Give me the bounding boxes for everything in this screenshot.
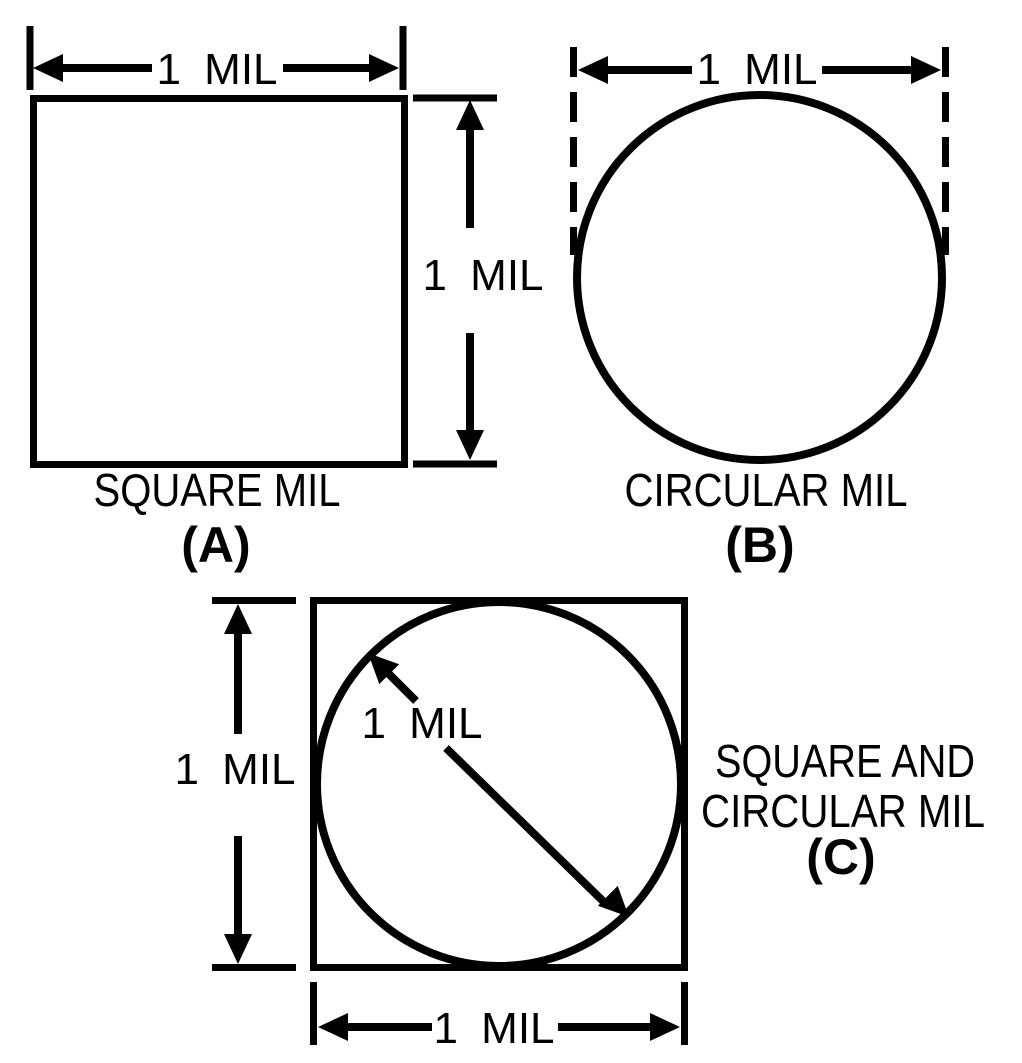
dim-shaft-upper <box>386 671 419 704</box>
diameter-dimension-label: 1 MIL <box>696 45 817 94</box>
panel-circular-mil: 1 MIL CIRCULAR MIL (B) <box>570 45 949 573</box>
arrowhead-downright-icon <box>597 885 629 917</box>
unit-circle <box>573 91 946 464</box>
arrowhead-upleft-icon <box>368 653 400 685</box>
height-dimension: 1 MIL <box>174 597 296 971</box>
panel-square-and-circular-mil: 1 MIL 1 MIL 1 MIL <box>174 597 985 1053</box>
width-dimension: 1 MIL <box>26 26 407 94</box>
panel-b-title: CIRCULAR MIL <box>625 464 908 516</box>
width-dimension-label: 1 MIL <box>433 1004 554 1053</box>
diagonal-dimension-label: 1 MIL <box>361 699 482 748</box>
arrowhead-right-icon <box>911 56 941 84</box>
panel-square-mil: 1 MIL 1 MIL SQUARE MIL (A) <box>26 26 544 573</box>
panel-a-title: SQUARE MIL <box>94 464 341 516</box>
panel-c-title-line2: CIRCULAR MIL <box>701 785 985 837</box>
unit-square <box>30 95 408 468</box>
width-dimension-label: 1 MIL <box>156 45 277 94</box>
height-dimension-label: 1 MIL <box>422 251 543 300</box>
arrowhead-left-icon <box>578 56 608 84</box>
arrowhead-up-icon <box>456 100 484 130</box>
arrowhead-left-icon <box>318 1013 348 1041</box>
arrowhead-down-icon <box>224 934 252 964</box>
arrowhead-down-icon <box>456 430 484 460</box>
panel-c-tag: (C) <box>806 829 875 885</box>
height-dimension: 1 MIL <box>413 94 544 468</box>
arrowhead-right-icon <box>650 1013 680 1041</box>
panel-c-title-line1: SQUARE AND <box>715 735 975 787</box>
arrowhead-right-icon <box>369 54 399 82</box>
panel-a-tag: (A) <box>181 517 250 573</box>
width-dimension: 1 MIL <box>310 982 688 1053</box>
diagonal-diameter-dimension: 1 MIL <box>361 653 629 917</box>
height-dimension-label: 1 MIL <box>174 745 295 794</box>
arrowhead-up-icon <box>224 604 252 634</box>
arrowhead-left-icon <box>33 54 63 82</box>
panel-b-tag: (B) <box>725 517 794 573</box>
inscribed-circle <box>313 598 685 970</box>
dim-shaft-lower <box>443 745 610 908</box>
diameter-dimension: 1 MIL <box>578 45 941 94</box>
